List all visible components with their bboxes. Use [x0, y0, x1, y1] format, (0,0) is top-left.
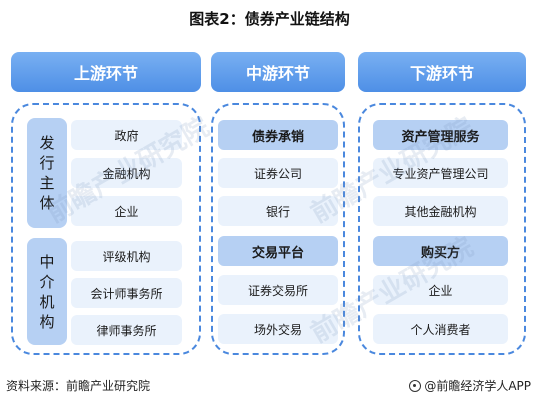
- intermediary-label: 中介机构: [27, 238, 67, 345]
- chart-title: 图表2：债券产业链结构: [189, 10, 350, 28]
- midstream-item: 证券交易所: [218, 275, 338, 305]
- trading-platform-section: 交易平台: [218, 236, 338, 266]
- issuer-label: 发行主体: [27, 118, 67, 228]
- downstream-item: 个人消费者: [373, 314, 508, 344]
- upstream-item: 政府: [71, 120, 182, 150]
- asset-management-section: 资产管理服务: [373, 120, 508, 150]
- buyer-section: 购买方: [373, 236, 508, 266]
- brand-text: @前瞻经济学人APP: [424, 379, 531, 393]
- downstream-header: 下游环节: [358, 52, 526, 92]
- upstream-item: 会计师事务所: [71, 278, 182, 308]
- midstream-item: 场外交易: [218, 314, 338, 344]
- brand-credit: @前瞻经济学人APP: [409, 377, 531, 394]
- underwriting-section: 债券承销: [218, 120, 338, 150]
- midstream-header: 中游环节: [211, 52, 345, 92]
- midstream-item: 银行: [218, 196, 338, 226]
- downstream-item: 其他金融机构: [373, 196, 508, 226]
- brand-logo-icon: [409, 379, 422, 392]
- source-note: 资料来源：前瞻产业研究院: [6, 379, 151, 393]
- upstream-item: 律师事务所: [71, 315, 182, 345]
- downstream-item: 企业: [373, 275, 508, 305]
- upstream-header: 上游环节: [11, 52, 201, 92]
- upstream-item: 评级机构: [71, 241, 182, 271]
- downstream-item: 专业资产管理公司: [373, 158, 508, 188]
- midstream-item: 证券公司: [218, 158, 338, 188]
- upstream-item: 企业: [71, 196, 182, 226]
- upstream-item: 金融机构: [71, 158, 182, 188]
